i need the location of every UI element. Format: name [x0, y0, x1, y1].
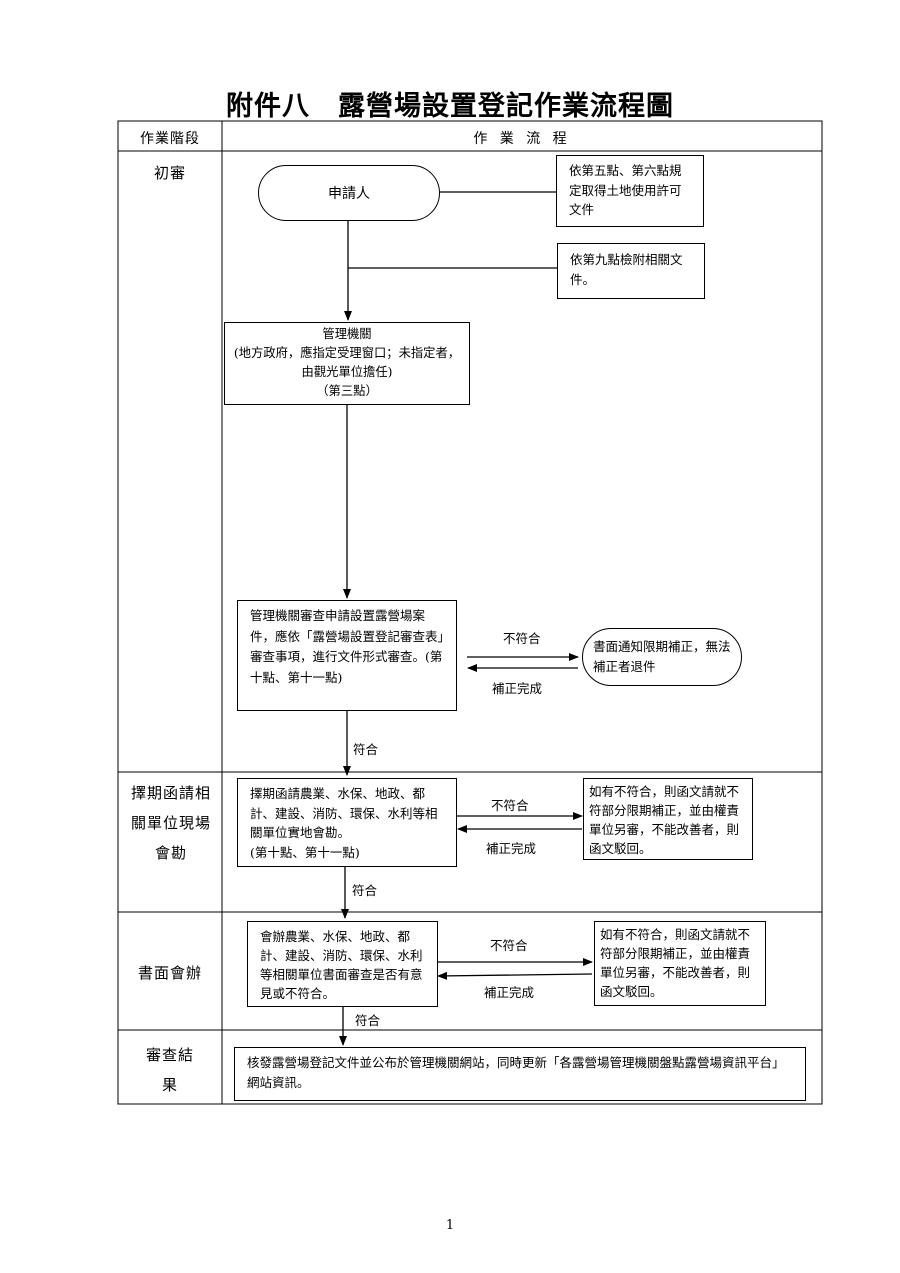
written-noncompliance-box: 如有不符合，則函文請就不符部分限期補正，並由權責單位另審，不能改善者，則函文駁回…: [594, 921, 766, 1006]
stage-initial-review: 初審: [153, 164, 186, 182]
stage-site-survey: 擇期函請相關單位現場會勘: [130, 784, 211, 862]
label-corrected-2: 補正完成: [486, 841, 537, 856]
label-corrected-1: 補正完成: [492, 681, 543, 696]
site-survey-box: 擇期函請農業、水保、地政、都計、建設、消防、環保、水利等相關單位實地會勘。 (第…: [237, 778, 457, 867]
header-flow-column: 作 業 流 程: [473, 131, 571, 147]
label-compliant-2: 符合: [352, 883, 378, 898]
header-stage-column: 作業階段: [140, 131, 200, 147]
page-title: 附件八 露營場設置登記作業流程圖: [226, 91, 674, 122]
label-compliant-1: 符合: [353, 742, 379, 757]
applicant-node: 申請人: [258, 165, 440, 221]
page-number: 1: [445, 1218, 455, 1233]
notify-correction-text: 書面通知限期補正，無法補正者退件: [593, 639, 731, 674]
result-box: 核發露營場登記文件並公布於管理機關網站，同時更新「各露營場管理機關盤點露營場資訊…: [234, 1047, 806, 1101]
survey-noncompliance-box: 如有不符合，則函文請就不符部分限期補正，並由權責單位另審，不能改善者，則函文駁回…: [583, 778, 753, 860]
label-noncompliant-3: 不符合: [490, 938, 528, 953]
land-use-note: 依第五點、第六點規定取得土地使用許可文件: [556, 155, 704, 227]
document-review-box: 管理機關審查申請設置露營場案件，應依「露營場設置登記審查表」審查事項，進行文件形…: [237, 600, 457, 711]
label-compliant-3: 符合: [355, 1013, 381, 1028]
written-review-box: 會辦農業、水保、地政、都計、建設、消防、環保、水利等相關單位書面審查是否有意見或…: [247, 921, 438, 1007]
stage-written-review: 書面會辦: [137, 964, 202, 982]
label-noncompliant-1: 不符合: [503, 631, 541, 646]
authority-box: 管理機關 (地方政府，應指定受理窗口；未指定者，由觀光單位擔任) （第三點）: [224, 322, 470, 405]
attach-documents-note: 依第九點檢附相關文件。: [557, 243, 705, 299]
stage-result: 審查結果: [145, 1046, 194, 1094]
notify-correction-node: 書面通知限期補正，無法補正者退件: [582, 628, 742, 686]
label-noncompliant-2: 不符合: [491, 798, 529, 813]
label-corrected-3: 補正完成: [484, 985, 535, 1000]
